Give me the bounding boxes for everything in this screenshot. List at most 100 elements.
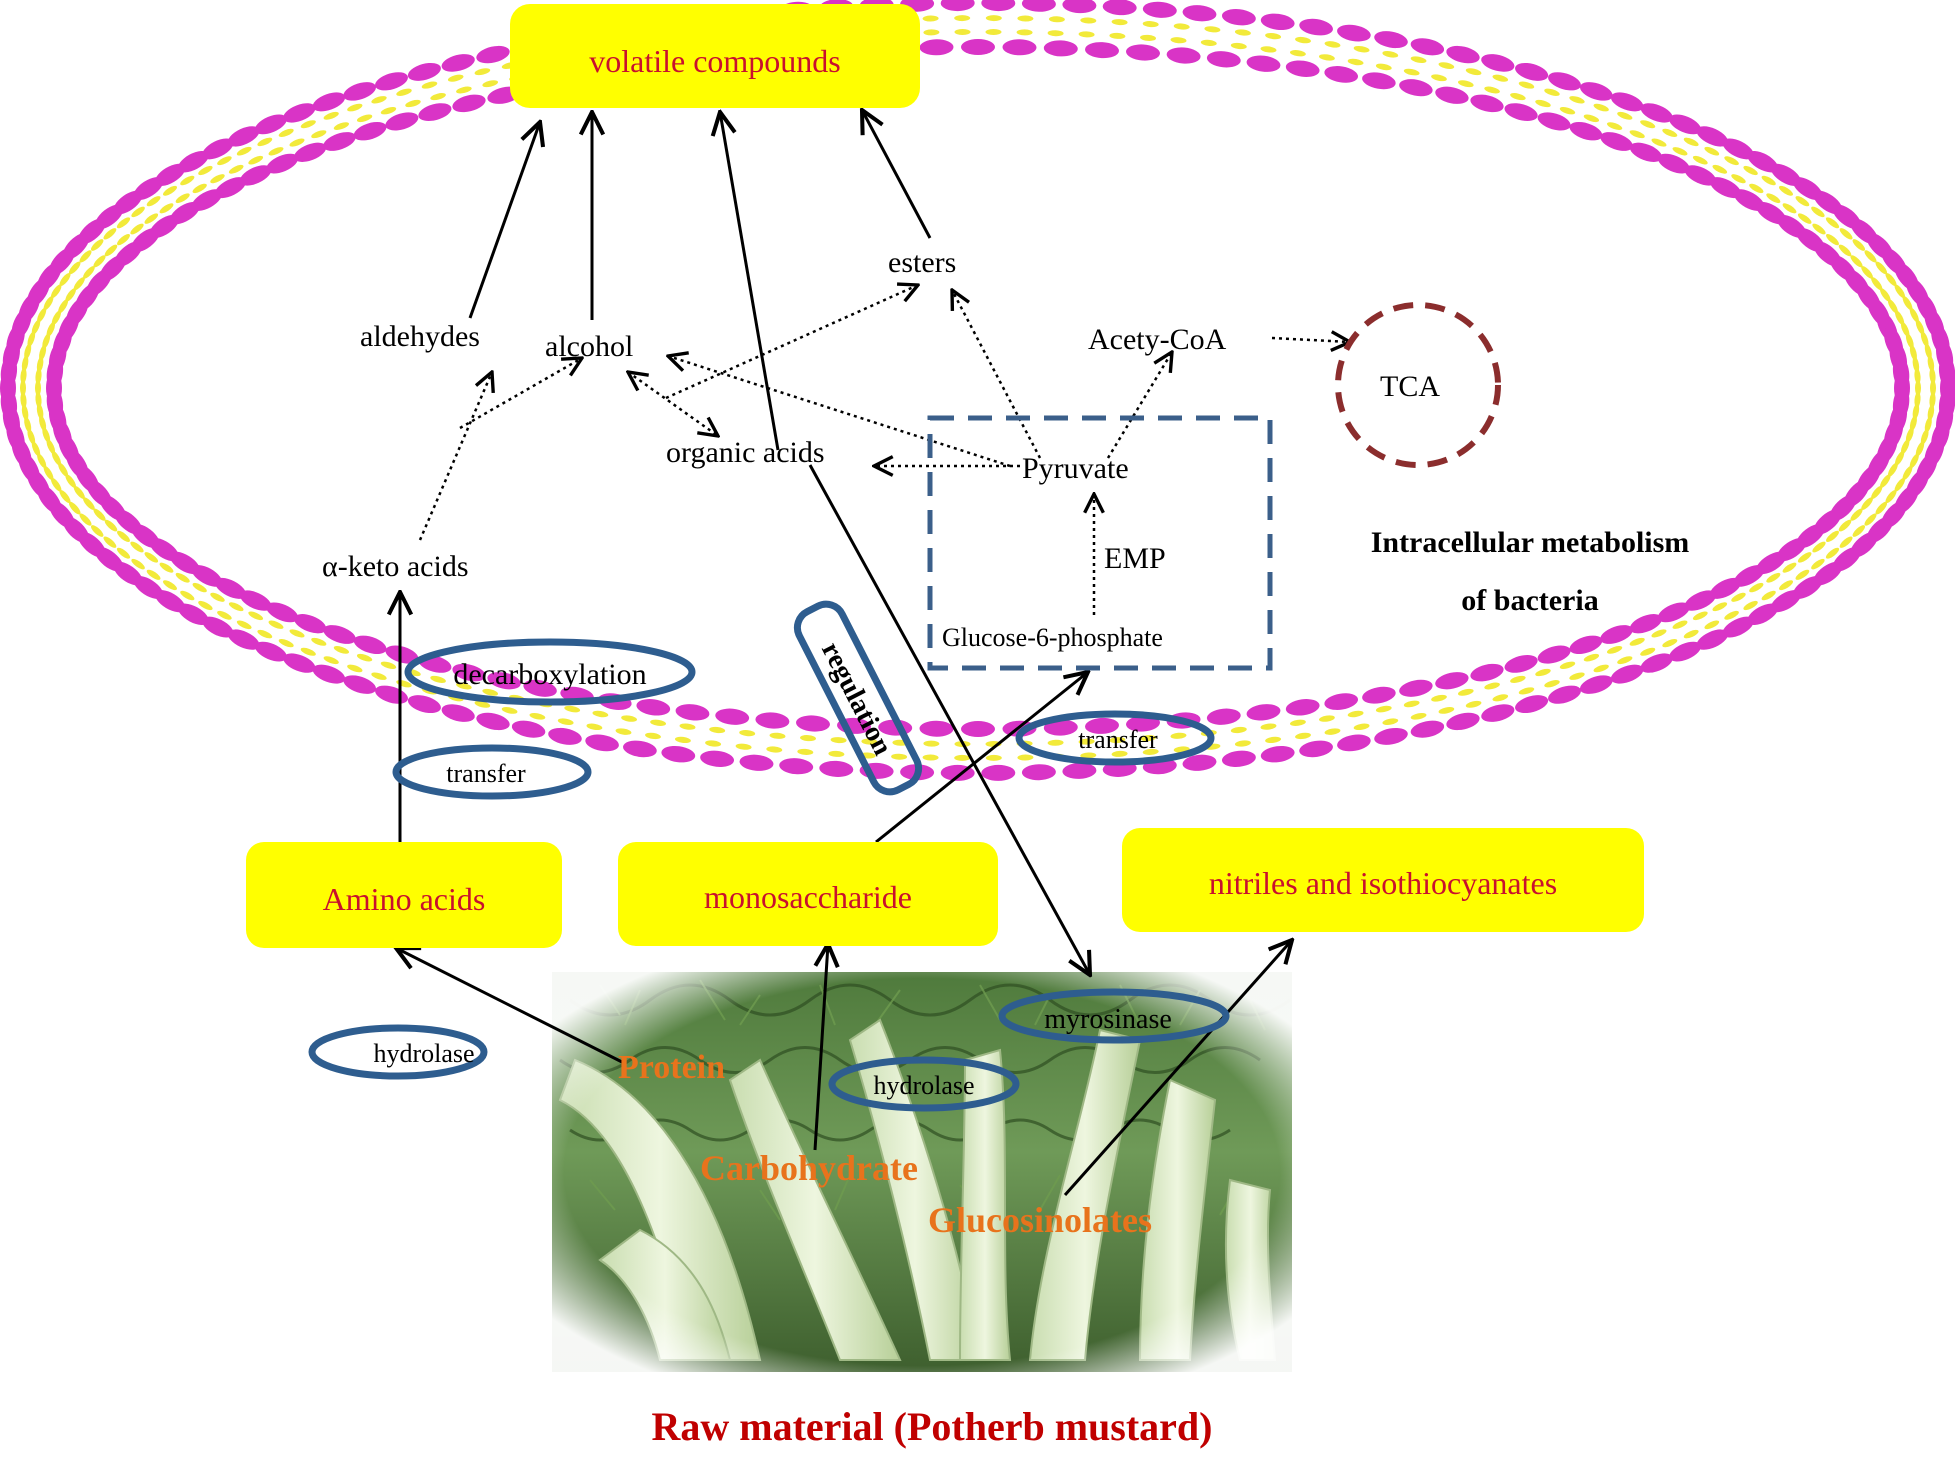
membrane-tail [985,15,1002,22]
membrane-tail [1909,453,1919,469]
membrane-tail [144,213,159,224]
arrow-aldehydes-volatile [468,122,540,319]
membrane-tail [1438,707,1455,714]
membrane-tail [323,656,339,665]
membrane-tail [1593,664,1609,673]
monosaccharide-label: monosaccharide [704,879,912,915]
membrane-head [1515,695,1549,714]
membrane-tail [1170,732,1187,739]
membrane-tail [1140,34,1156,41]
membrane-tail [1617,656,1633,665]
membrane-tail [1583,653,1600,662]
membrane-head [1337,24,1371,42]
membrane-tail [923,29,940,36]
membrane-tail [1712,164,1728,174]
membrane-head [1246,55,1281,72]
membrane-tail [650,719,667,726]
membrane-tail [1662,128,1678,138]
membrane-tail [1894,284,1906,299]
membrane-tail [1080,752,1097,759]
membrane-head [1285,60,1320,77]
membrane-tail [1353,723,1370,731]
membrane-tail [674,736,691,744]
membrane-tail [37,307,47,323]
arrow-alcohol-esters [665,285,918,400]
tca-circle-icon [1335,302,1501,468]
membrane-tail [621,715,638,722]
membrane-head [385,645,419,664]
membrane-tail [300,647,316,656]
membrane-tail [1457,80,1474,88]
membrane-tail [1382,51,1399,58]
membrane-head [1399,679,1433,697]
membrane-tail [1544,88,1560,96]
membrane-tail [217,156,232,166]
membrane-tail [1140,735,1156,742]
membrane-tail [93,508,106,521]
membrane-head [1669,641,1702,662]
membrane-tail [1318,715,1335,722]
membrane-tail [198,165,213,176]
membrane-tail [59,489,71,504]
membrane-tail [705,740,722,747]
membrane-tail [248,155,264,165]
membrane-head [227,126,260,147]
membrane-tail [766,746,783,753]
membrane-tail [300,120,316,129]
membrane-tail [1683,629,1699,639]
membrane-tail [1927,404,1935,421]
membrane-tail [103,228,117,240]
membrane-tail [1403,700,1420,708]
membrane-tail [163,185,177,196]
membrane-head [1182,754,1217,771]
membrane-tail [922,754,939,761]
membrane-tail [739,730,756,737]
membrane-tail [1900,439,1910,455]
membrane-tail [1375,63,1392,71]
membrane-head [1657,153,1690,174]
membrane-tail [1111,750,1128,757]
amino-acids-box: Amino acids [246,842,562,948]
membrane-tail [1438,62,1455,69]
membrane-head [1337,734,1371,752]
membrane-head [1470,663,1504,682]
membrane-tail [1569,672,1585,680]
membrane-head [1696,629,1729,650]
membrane-tail [20,392,27,409]
membrane-tail [1861,497,1873,510]
membrane-head [1299,740,1333,758]
membrane-tail [1900,321,1910,337]
membrane-tail [1811,206,1825,218]
nitriles-label: nitriles and isothiocyanates [1209,865,1557,901]
membrane-tail [278,638,294,648]
membrane-tail [891,753,908,760]
membrane-head [239,165,272,186]
membrane-tail [1640,647,1656,656]
membrane-tail [31,441,41,457]
membrane-tail [90,525,104,537]
membrane-head [407,695,441,714]
membrane-tail [257,629,273,639]
membrane-tail [79,513,92,526]
amino-acids-label: Amino acids [323,881,486,917]
membrane-tail [228,602,244,612]
alcohol-label: alcohol [545,330,633,363]
membrane-head [452,663,486,682]
membrane-head [266,602,299,623]
membrane-tail [954,15,971,22]
membrane-tail [1920,429,1929,445]
membrane-head [1579,82,1613,101]
membrane-tail [1583,114,1600,123]
membrane-tail [430,93,446,101]
membrane-head [375,72,408,91]
membrane-tail [1909,415,1917,432]
membrane-head [343,675,377,694]
membrane-tail [456,86,472,94]
membrane-head [636,699,671,716]
membrane-tail [1017,15,1034,22]
membrane-tail [103,536,117,548]
membrane-head [700,750,735,767]
membrane-tail [1569,96,1585,104]
hydrolase-left-tag: hydrolase [308,1024,488,1080]
membrane-tail [1347,710,1364,718]
